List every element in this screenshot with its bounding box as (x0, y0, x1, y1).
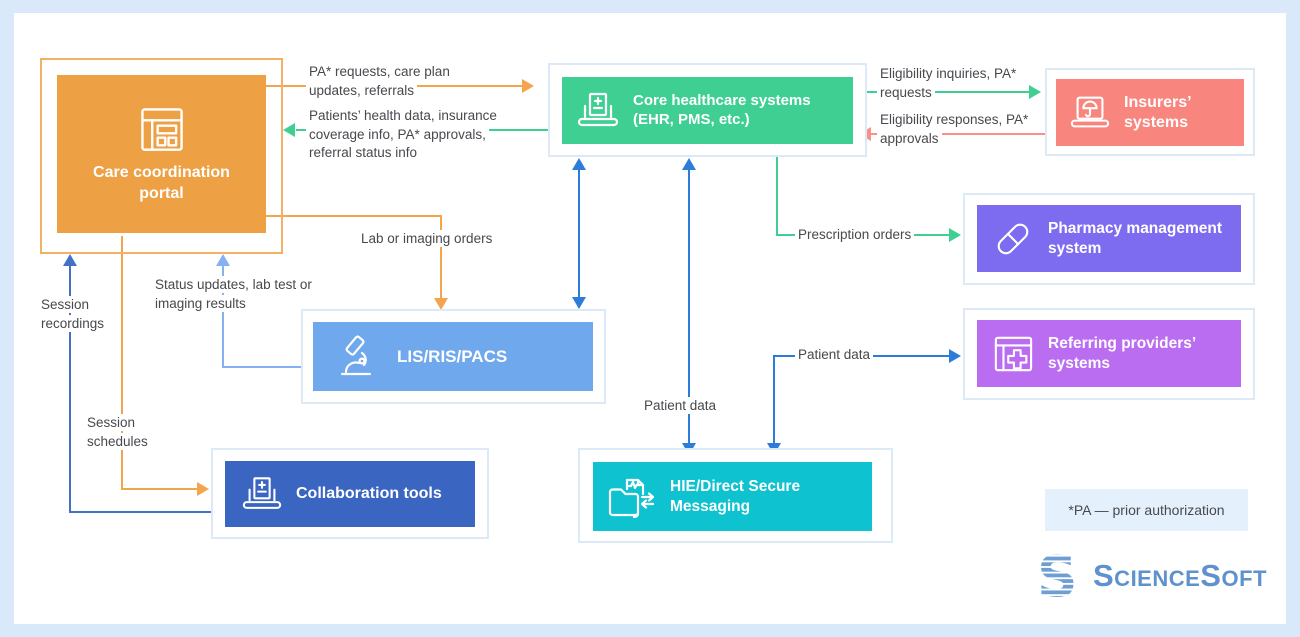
connector-lis-portal-h (222, 366, 313, 368)
arrowhead-left-green (283, 123, 295, 137)
collaboration-tools-node: Collaboration tools (225, 461, 475, 527)
care-coordination-portal-node: Care coordination portal (57, 75, 266, 233)
connector-core-lis (578, 170, 580, 298)
care-coordination-portal-container (40, 58, 283, 254)
connector-portal-lis-h (266, 215, 442, 217)
arrowhead-right-blue (949, 349, 961, 363)
node-label: Insurers’ systems (1124, 93, 1191, 131)
edge-label-hie-to-referring: Patient data (795, 346, 874, 365)
edge-label-core-to-insurers: Eligibility inquiries, PA* requests (877, 65, 1022, 102)
arrowhead-down-blue (572, 297, 586, 309)
window-medical-cross-icon (994, 336, 1033, 371)
connector-core-insurers (867, 91, 1030, 93)
lis-ris-pacs-node: LIS/RIS/PACS (313, 322, 593, 391)
folder-exchange-icon (608, 478, 655, 518)
edge-label-core-to-hie: Patient data (641, 397, 720, 416)
pharmacy-node: Pharmacy management system (977, 205, 1241, 272)
connector-lis-portal-v (222, 266, 224, 368)
svg-text:S: S (1037, 551, 1078, 599)
laptop-document-icon (242, 476, 282, 509)
node-label: Core healthcare systems (EHR, PMS, etc.) (633, 91, 811, 128)
edge-label-insurers-to-core: Eligibility responses, PA* approvals (877, 111, 1035, 148)
edge-label-portal-to-collab: Session schedules (84, 414, 169, 451)
connector-portal-collab-h (121, 488, 198, 490)
connector-collab-portal-h (69, 511, 225, 513)
portal-dashboard-icon (140, 107, 183, 151)
pill-icon (997, 223, 1029, 254)
arrowhead-up-darkblue (63, 254, 77, 266)
laptop-umbrella-icon (1070, 96, 1110, 127)
hie-messaging-node: HIE/Direct Secure Messaging (593, 462, 872, 531)
edge-label-core-to-portal: Patients’ health data, insurance coverag… (306, 107, 526, 163)
core-healthcare-node: Core healthcare systems (EHR, PMS, etc.) (562, 77, 853, 144)
arrowhead-up-blue (682, 158, 696, 170)
connector-hie-referring-v (773, 356, 775, 444)
laptop-document-icon (577, 92, 619, 126)
sciencesoft-logo-mark-icon: S (1037, 551, 1078, 599)
arrowhead-up-blue (572, 158, 586, 170)
sciencesoft-logo: S ScienceSoft (1036, 551, 1267, 599)
arrowhead-right-orange (197, 482, 209, 496)
edge-label-portal-to-core: PA* requests, care plan updates, referra… (306, 63, 471, 100)
arrowhead-down-orange (434, 298, 448, 310)
edge-label-portal-to-lis: Lab or imaging orders (358, 230, 496, 249)
node-label: Collaboration tools (296, 485, 442, 502)
arrowhead-right-green (1029, 85, 1041, 99)
node-label: Pharmacy management system (1048, 220, 1223, 257)
edge-label-lis-to-portal: Status updates, lab test or imaging resu… (152, 276, 342, 313)
microscope-icon (340, 334, 372, 375)
connector-core-pharmacy-v (776, 144, 778, 235)
arrowhead-up-lightblue (216, 254, 230, 266)
pa-footnote: *PA — prior authorization (1045, 489, 1248, 531)
node-label: Care coordination portal (93, 163, 230, 202)
insurers-node: Insurers’ systems (1056, 79, 1244, 146)
arrowhead-right-orange (522, 79, 534, 93)
arrowhead-right-green (949, 228, 961, 242)
edge-label-collab-to-portal: Session recordings (38, 296, 123, 333)
connector-insurers-core (871, 133, 1056, 135)
referring-providers-node: Referring providers’ systems (977, 320, 1241, 387)
pa-footnote-text: *PA — prior authorization (1068, 502, 1225, 518)
connector-core-hie (688, 170, 690, 444)
node-label: Referring providers’ systems (1048, 335, 1196, 372)
sciencesoft-logo-text: ScienceSoft (1093, 557, 1267, 593)
node-label: LIS/RIS/PACS (397, 346, 508, 366)
connector-collab-portal-v (69, 266, 71, 512)
edge-label-core-to-pharmacy: Prescription orders (795, 226, 915, 245)
connector-portal-lis-v (440, 215, 442, 299)
connector-portal-collab-v (121, 236, 123, 490)
node-label: HIE/Direct Secure Messaging (670, 478, 801, 515)
